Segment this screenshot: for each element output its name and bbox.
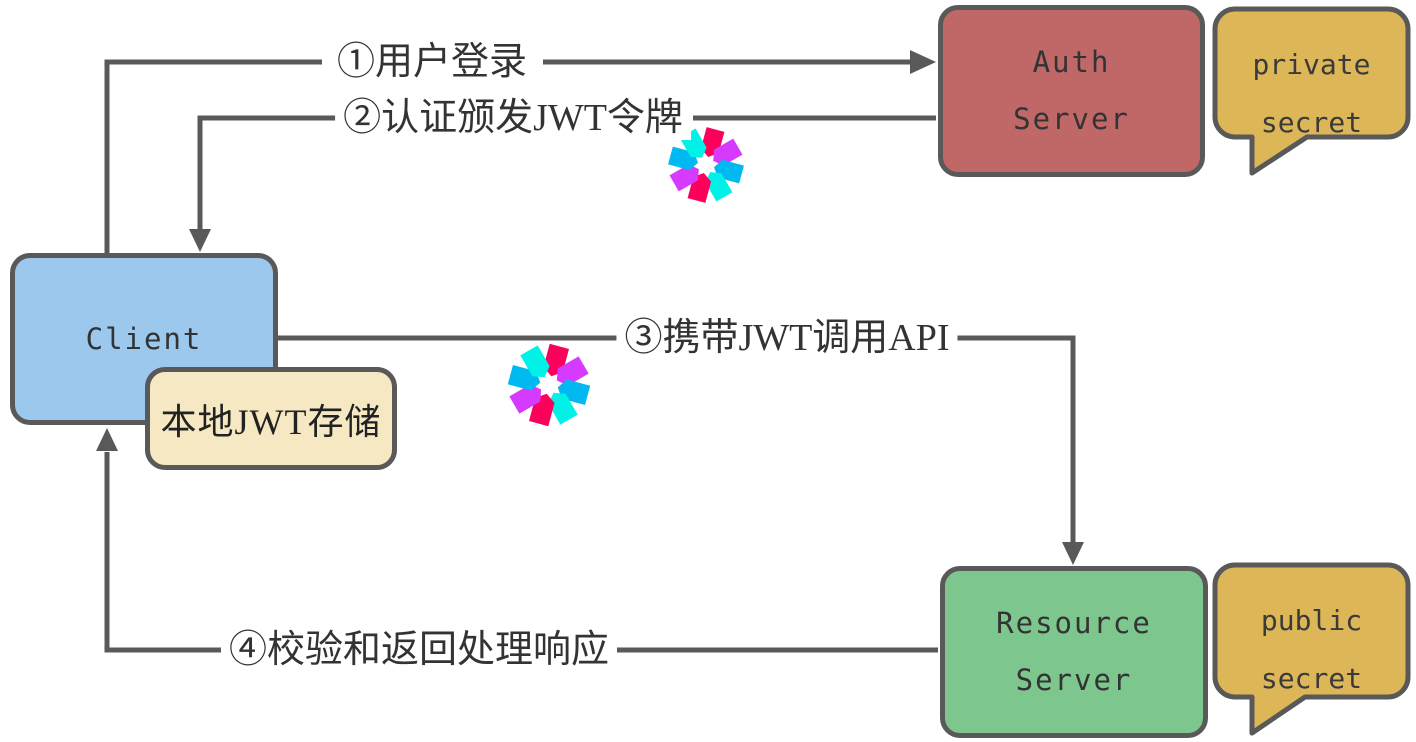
private-secret-bubble-shape (1212, 6, 1411, 176)
arrow-step2-label: ②认证颁发JWT令牌 (335, 96, 691, 140)
public-secret-bubble: public secret (1215, 565, 1408, 742)
public-secret-line1: public (1260, 604, 1363, 637)
auth-server-label-line1: Auth (1032, 45, 1111, 79)
arrow-step4-verify-response (96, 428, 938, 653)
resource-server-node: Resource Server (940, 566, 1208, 738)
arrowhead-down-icon (189, 229, 211, 252)
resource-server-label-line1: Resource (996, 606, 1152, 640)
client-label: Client (85, 321, 203, 356)
private-secret-bubble: private secret (1215, 9, 1408, 182)
arrowhead-right-icon (910, 50, 936, 74)
arrow-step3-call-api (278, 335, 1084, 565)
local-jwt-storage-label: 本地JWT存储 (160, 401, 382, 442)
arrow-step1-label: ①用户登录 (328, 40, 536, 84)
public-secret-line2: secret (1260, 662, 1363, 695)
auth-server-node: Auth Server (938, 5, 1205, 177)
arrow-step4-label: ④校验和返回处理响应 (220, 628, 618, 672)
resource-server-label-line2: Server (1015, 663, 1133, 697)
arrowhead-up-icon (96, 428, 118, 451)
local-jwt-storage-node: 本地JWT存储 (145, 367, 397, 470)
arrow-step3-label: ③携带JWT调用API (616, 316, 958, 360)
arrowhead-down-icon (1062, 542, 1084, 565)
jwt-logo-icon (507, 343, 591, 427)
arrow-step2-issue-jwt (189, 115, 936, 252)
private-secret-line1: private (1252, 48, 1371, 81)
auth-server-label-line2: Server (1013, 102, 1130, 136)
public-secret-bubble-shape (1212, 562, 1411, 736)
arrow-step1-user-login (104, 50, 936, 253)
private-secret-line2: secret (1260, 106, 1363, 139)
